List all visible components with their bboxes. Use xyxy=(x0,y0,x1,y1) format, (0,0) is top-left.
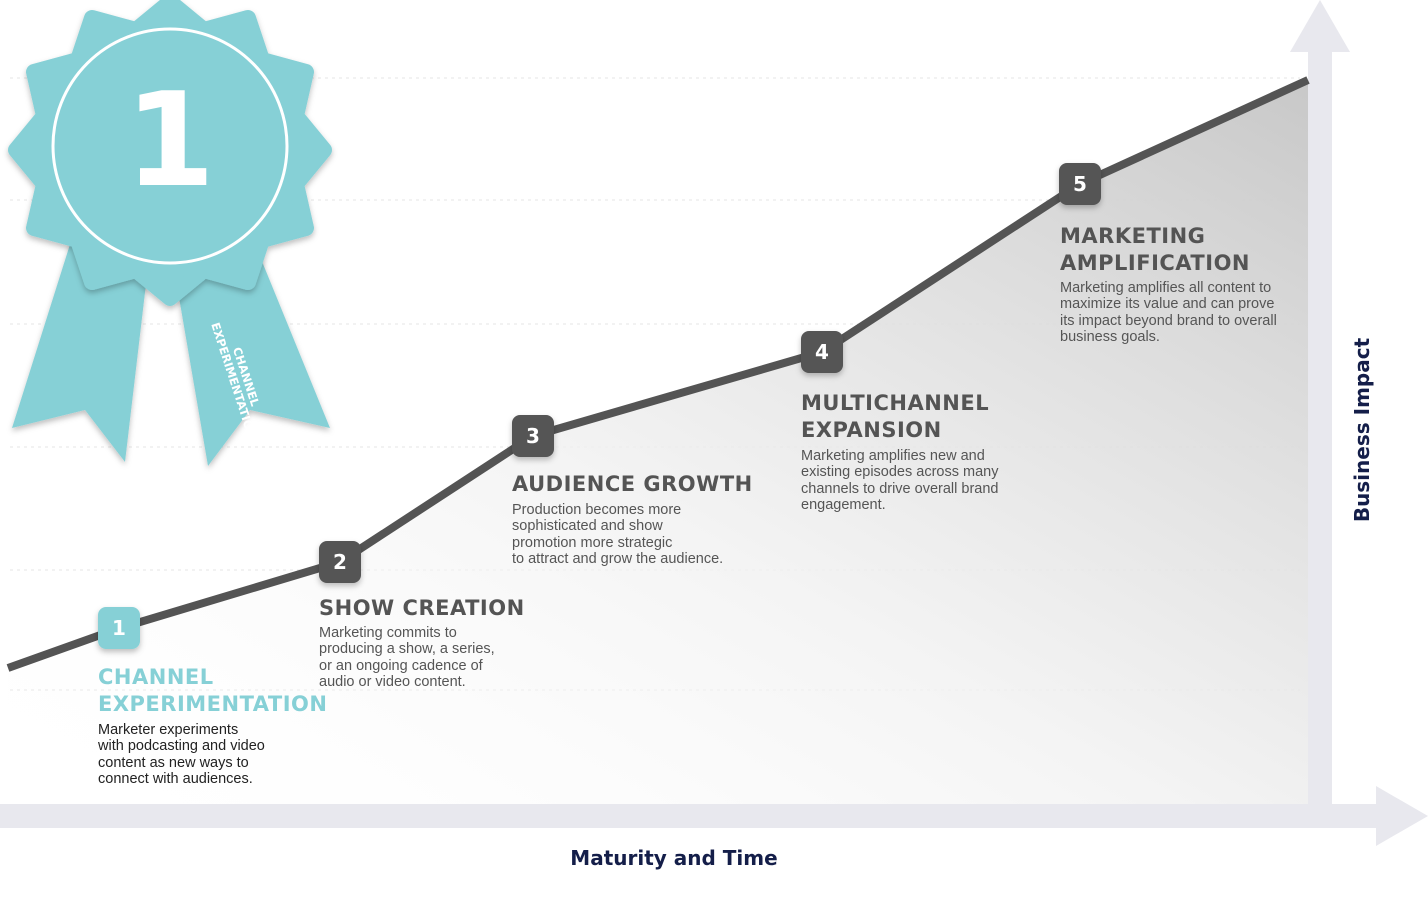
stage-3-title: AUDIENCE GROWTH xyxy=(512,472,753,496)
stage-3-description: Production becomes more sophisticated an… xyxy=(512,502,724,567)
stage-2-description: Marketing commits to producing a show, a… xyxy=(319,625,495,690)
impact-area xyxy=(8,80,1308,804)
step-1-badge xyxy=(98,607,140,649)
stage-5-title: MARKETING AMPLIFICATION xyxy=(1060,224,1250,275)
stage-1-title: CHANNEL EXPERIMENTATION xyxy=(98,665,328,716)
award-ribbon-icon xyxy=(8,0,332,466)
step-4-number: 4 xyxy=(815,340,829,364)
step-3-badge xyxy=(512,415,554,457)
step-3-number: 3 xyxy=(526,424,540,448)
stage-4-description: Marketing amplifies new and existing epi… xyxy=(801,448,999,513)
x-axis xyxy=(0,786,1428,846)
step-5-badge xyxy=(1059,163,1101,205)
stage-5-description: Marketing amplifies all content to maxim… xyxy=(1060,280,1277,345)
x-axis-label: Maturity and Time xyxy=(570,846,778,870)
y-axis-label: Business Impact xyxy=(1350,337,1374,523)
step-2-number: 2 xyxy=(333,550,347,574)
step-4-badge xyxy=(801,331,843,373)
step-2-badge xyxy=(319,541,361,583)
stage-1-description: Marketer experiments with podcasting and… xyxy=(98,722,265,787)
ribbon-number: 1 xyxy=(124,64,216,216)
stage-4-title: MULTICHANNEL EXPANSION xyxy=(801,391,990,442)
step-badges xyxy=(98,163,1101,649)
stage-2-title: SHOW CREATION xyxy=(319,596,525,620)
step-1-number: 1 xyxy=(112,616,126,640)
y-axis xyxy=(1290,0,1350,810)
step-5-number: 5 xyxy=(1073,172,1087,196)
